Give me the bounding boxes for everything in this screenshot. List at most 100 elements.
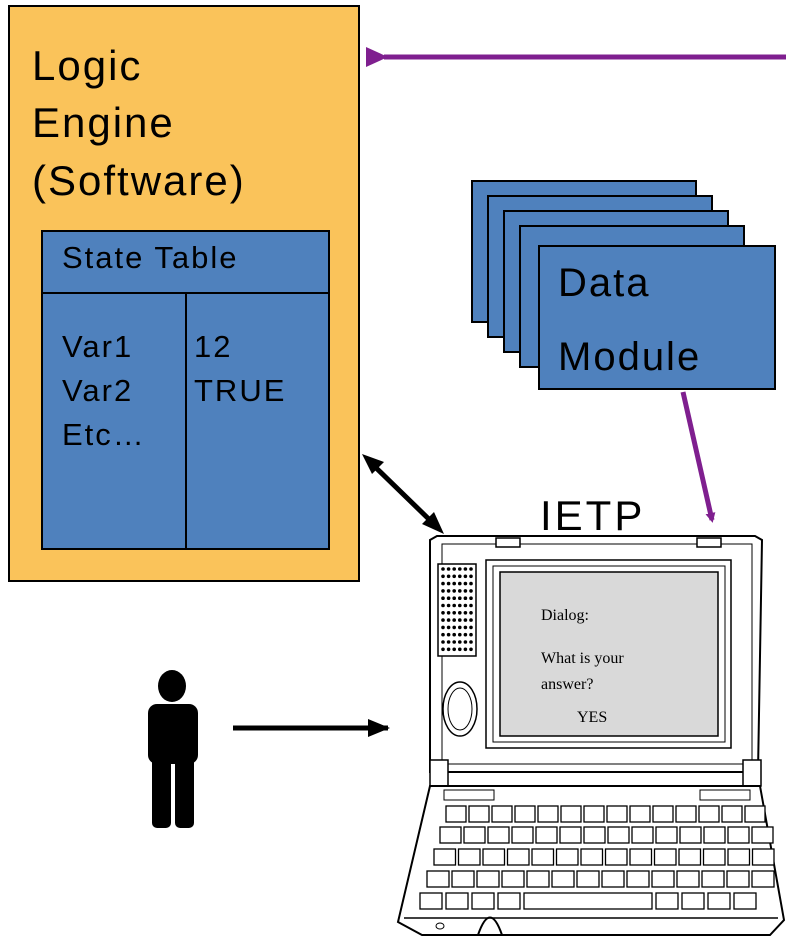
speaker-dot [452,647,457,652]
speaker-dot [469,574,473,579]
speaker-dot [446,603,451,608]
keyboard-key [626,870,650,888]
speaker-dot [441,574,445,579]
keyboard-key [497,892,521,910]
speaker-dot [458,596,462,600]
keyboard-key [426,870,450,888]
keyboard-key [678,848,702,866]
speaker-dot [452,596,457,600]
speaker-dot [446,581,451,586]
keyboard-key [419,892,443,910]
speaker-dot [469,647,473,652]
keyboard-key [439,826,462,844]
speaker-dot [469,589,473,593]
speaker-dot [458,647,462,652]
state-table: State Table Var1 Var2 Etc… 12 TRUE [41,230,330,550]
speaker-dot [452,581,457,586]
speaker-dot [469,567,473,571]
keyboard-key [463,826,486,844]
speaker-dot [463,647,468,652]
speaker-dot [469,581,473,586]
speaker-dot [452,567,457,571]
state-table-title: State Table [62,240,239,275]
speaker-dot [469,596,473,600]
speaker-dot [469,640,473,644]
keyboard-key [457,848,481,866]
keyboard-key [631,826,654,844]
dialog-question-line-1: What is your [541,650,624,667]
speaker-dot [452,618,457,622]
keyboard-key [702,848,726,866]
keyboard-key [604,848,628,866]
speaker-dot [446,618,451,622]
keyboard-key [501,870,525,888]
speaker-grille-icon [437,563,477,657]
keyboard-key [751,870,775,888]
speaker-dot [441,611,445,615]
speaker-dot [441,647,445,652]
keyboard-key [675,805,697,823]
speaker-dot [463,581,468,586]
keyboard-key [583,805,605,823]
speaker-dot [452,603,457,608]
speaker-dot [441,589,445,593]
speaker-dot [452,625,457,630]
data-module-label-line-1: Data [558,261,651,305]
keyboard-key [707,892,731,910]
speaker-dot [452,589,457,593]
speaker-dot [469,618,473,622]
speaker-dot [458,567,462,571]
keyboard-key [681,892,705,910]
speaker-dot [463,596,468,600]
speaker-dot [458,581,462,586]
keyboard-key [751,848,775,866]
keyboard-key [555,848,579,866]
speaker-dot [446,640,451,644]
speaker-dot [463,574,468,579]
speaker-dot [458,589,462,593]
speaker-dot [463,640,468,644]
speaker-dot [446,567,451,571]
keyboard-key [506,848,530,866]
keyboard-key [451,870,475,888]
speaker-dot [452,611,457,615]
speaker-dot [469,625,473,630]
keyboard-key [511,826,534,844]
speaker-dot [441,625,445,630]
data-module-stack: Data Module [471,180,776,390]
keyboard-key [629,848,653,866]
speaker-dot [441,596,445,600]
keyboard-key [655,826,678,844]
keyboard-key [651,870,675,888]
keyboard-key [531,848,555,866]
keyboard-key [491,805,513,823]
speaker-dot [463,618,468,622]
logic-engine-title-line-2: Engine [32,99,175,146]
speaker-dot [463,567,468,571]
keyboard-key [701,870,725,888]
bidirectional-arrow-logic-ietp [366,458,440,530]
keyboard-key [601,870,625,888]
speaker-dot [452,632,457,637]
keyboard-key [676,870,700,888]
state-table-variable-2: Var2 [62,373,133,408]
keyboard-key [514,805,536,823]
keyboard [419,805,775,910]
dialog-answer: YES [577,709,607,726]
person-icon [148,670,198,828]
speaker-dot [458,632,462,637]
logic-engine-title-line-1: Logic [32,42,142,89]
speaker-dot [452,574,457,579]
keyboard-key [468,805,490,823]
keyboard-key [726,870,750,888]
speaker-dot [463,625,468,630]
keyboard-key [655,892,679,910]
keyboard-key [727,848,751,866]
speaker-dot [469,632,473,637]
logic-engine-title-line-3: (Software) [32,157,246,204]
speaker-dot [458,640,462,644]
ietp-label: IETP [540,492,645,539]
keyboard-key [721,805,743,823]
keyboard-key [679,826,702,844]
speaker-dot [458,611,462,615]
